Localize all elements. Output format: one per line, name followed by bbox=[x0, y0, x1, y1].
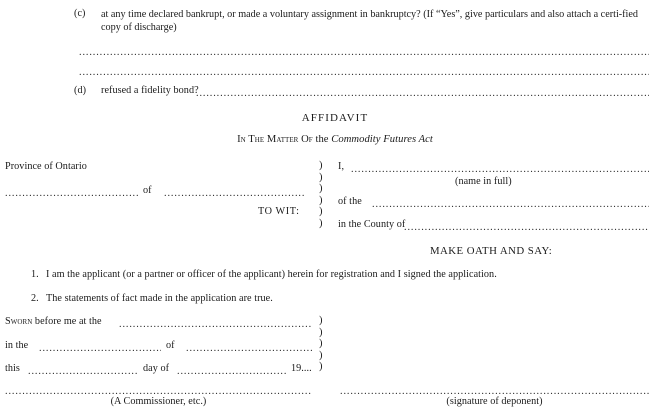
answer-line-c-1[interactable]: ........................................… bbox=[79, 48, 649, 58]
month-line[interactable]: ........................................… bbox=[177, 367, 287, 377]
to-wit-label: TO WIT: bbox=[258, 206, 300, 217]
commissioner-caption: (A Commissioner, etc.) bbox=[110, 396, 207, 407]
deponent-caption: (signature of deponent) bbox=[446, 396, 543, 407]
deponent-signature-line[interactable]: ........................................… bbox=[340, 387, 649, 397]
day-of-label: day of bbox=[143, 363, 170, 374]
matter-of-smallcaps: In The Matter Of bbox=[237, 134, 313, 145]
in-the-line[interactable]: ........................................… bbox=[39, 344, 161, 354]
year-prefix: 19.... bbox=[291, 363, 312, 374]
statement-1-number: 1. bbox=[31, 269, 39, 280]
jurisdiction-line-2[interactable]: ........................................… bbox=[164, 189, 304, 199]
question-d-text: refused a fidelity bond? bbox=[101, 85, 199, 96]
bracket-column-upper: ) ) ) ) ) ) bbox=[319, 160, 323, 230]
name-in-full-caption: (name in full) bbox=[455, 176, 512, 187]
this-label: this bbox=[5, 363, 20, 374]
bracket-glyph: ) bbox=[319, 171, 323, 183]
commissioner-signature-line[interactable]: ........................................… bbox=[5, 387, 312, 397]
sworn-smallcaps: Sworn bbox=[5, 316, 33, 327]
question-c-text: at any time declared bankrupt, or made a… bbox=[101, 8, 649, 34]
of-the-label: of the bbox=[338, 196, 362, 207]
statement-2-number: 2. bbox=[31, 293, 39, 304]
bracket-glyph: ) bbox=[319, 160, 323, 171]
oath-label: MAKE OATH AND SAY: bbox=[430, 245, 553, 257]
in-the-county-of-label: in the County of bbox=[338, 219, 406, 230]
question-c-marker: (c) bbox=[74, 8, 86, 19]
in-the-county-of-line[interactable]: ........................................… bbox=[404, 223, 649, 233]
name-in-full-line[interactable]: ........................................… bbox=[351, 165, 649, 175]
matter-of-plain: the bbox=[312, 134, 332, 145]
bracket-glyph: ) bbox=[319, 183, 323, 195]
question-c-text-line: at any time declared bankrupt, or made a… bbox=[101, 9, 639, 34]
bracket-glyph: ) bbox=[319, 338, 323, 350]
province-label: Province of Ontario bbox=[5, 161, 87, 172]
statement-2-text: The statements of fact made in the appli… bbox=[46, 293, 273, 304]
bracket-glyph: ) bbox=[319, 217, 323, 229]
answer-line-c-2[interactable]: ........................................… bbox=[79, 68, 649, 78]
question-d-marker: (d) bbox=[74, 85, 87, 96]
jurisdiction-of-label: of bbox=[143, 185, 152, 196]
bracket-glyph: ) bbox=[319, 326, 323, 338]
page-title: AFFIDAVIT bbox=[301, 112, 369, 124]
bracket-glyph: ) bbox=[319, 206, 323, 218]
in-the-label: in the bbox=[5, 340, 29, 351]
jurat-of-label: of bbox=[166, 340, 175, 351]
bracket-glyph: ) bbox=[319, 194, 323, 206]
this-day-line[interactable]: ........................................… bbox=[28, 367, 138, 377]
statute-name: Commodity Futures Act bbox=[331, 134, 433, 145]
i-label: I, bbox=[338, 161, 345, 172]
statement-1-text: I am the applicant (or a partner or offi… bbox=[46, 269, 497, 280]
bracket-glyph: ) bbox=[319, 315, 323, 326]
bracket-glyph: ) bbox=[319, 361, 323, 373]
matter-of-line: In The Matter Of the Commodity Futures A… bbox=[0, 134, 670, 146]
of-the-line[interactable]: ........................................… bbox=[372, 200, 649, 210]
sworn-place-line[interactable]: ........................................… bbox=[119, 320, 312, 330]
sworn-label: Sworn before me at the bbox=[5, 316, 102, 328]
jurisdiction-line-1[interactable]: ........................................… bbox=[5, 189, 138, 199]
sworn-rest: before me at the bbox=[34, 316, 102, 327]
bracket-column-lower: ) ) ) ) ) bbox=[319, 315, 323, 373]
jurat-of-line[interactable]: ........................................… bbox=[186, 344, 312, 354]
answer-line-d[interactable]: ........................................… bbox=[196, 89, 649, 99]
bracket-glyph: ) bbox=[319, 349, 323, 361]
